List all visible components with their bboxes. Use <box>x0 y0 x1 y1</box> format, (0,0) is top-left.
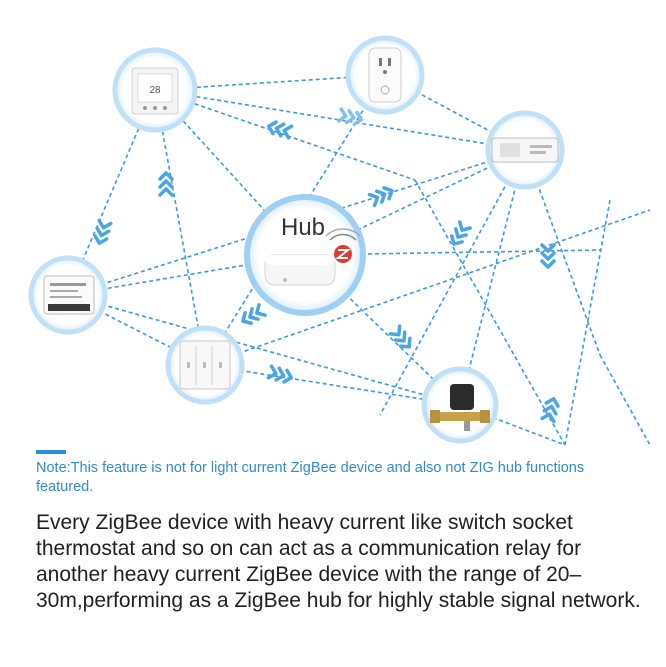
signal-arrow <box>540 243 556 269</box>
mesh-link <box>204 364 461 406</box>
valve-node <box>421 366 499 444</box>
wall-switch-node <box>165 325 245 405</box>
feature-note: Note:This feature is not for light curre… <box>36 460 585 495</box>
mesh-link <box>204 209 651 366</box>
relay-module-icon <box>491 137 559 163</box>
zigbee-logo-icon <box>325 228 361 263</box>
wall-socket-icon <box>368 47 402 103</box>
switch-module-icon <box>43 275 95 315</box>
zigbee-mesh-diagram: 28 Hub <box>28 35 651 445</box>
signal-arrow <box>241 303 267 325</box>
signal-arrows <box>93 107 560 424</box>
mesh-link <box>459 149 526 406</box>
mesh-link <box>414 179 566 445</box>
hub-label: Hub <box>281 214 325 241</box>
signal-arrow <box>158 171 174 197</box>
wall-switch-icon <box>179 340 231 390</box>
mesh-link <box>67 254 306 296</box>
mesh-link <box>459 404 566 445</box>
mesh-link <box>599 354 651 445</box>
signal-arrow <box>540 396 560 424</box>
mesh-link <box>154 89 416 181</box>
relay-node <box>485 110 565 190</box>
signal-arrow <box>450 220 472 246</box>
svg-text:28: 28 <box>149 85 161 96</box>
description-text: Every ZigBee device with heavy current l… <box>36 511 641 612</box>
mesh-link <box>384 74 526 151</box>
zigbee-hub-icon <box>264 254 336 286</box>
signal-arrow <box>266 364 294 384</box>
switch-module-node <box>28 255 108 335</box>
thermostat-icon: 28 <box>131 67 179 115</box>
signal-arrow <box>388 324 412 349</box>
signal-arrow <box>93 218 113 246</box>
mesh-link <box>67 294 461 406</box>
signal-arrow <box>337 107 364 126</box>
socket-node <box>345 35 425 115</box>
hub-node: Hub <box>244 194 366 316</box>
accent-bar <box>36 450 66 454</box>
mesh-link <box>154 89 206 366</box>
mesh-link <box>379 149 526 416</box>
signal-arrow <box>266 120 294 140</box>
signal-arrow <box>367 186 394 208</box>
valve-controller-icon <box>430 384 490 431</box>
thermostat-node: 28 <box>112 47 198 133</box>
